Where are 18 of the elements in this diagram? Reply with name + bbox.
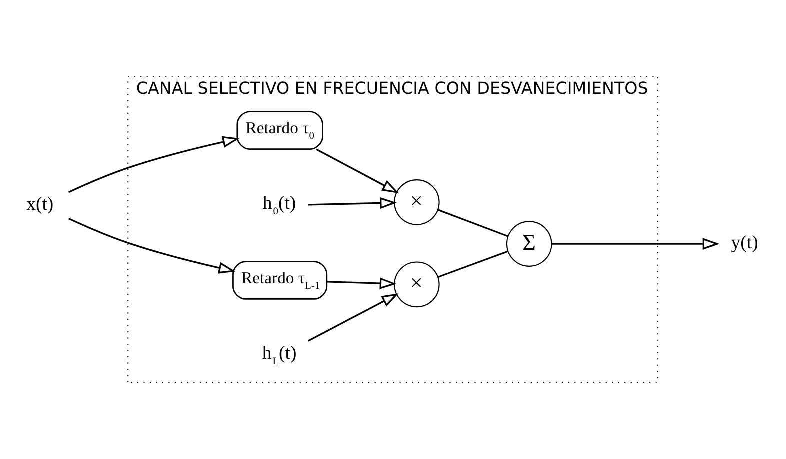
node-text: h$_{L}$(t) xyxy=(262,342,297,368)
arrow xyxy=(68,218,236,274)
node-circle: × xyxy=(394,262,440,308)
node-box: Retardo τ$_{L-1}$ xyxy=(232,261,328,300)
arrow xyxy=(327,278,397,290)
node-circle: Σ xyxy=(506,221,552,267)
connector xyxy=(438,250,508,278)
node-box: Retardo τ$_{0}$ xyxy=(236,111,324,150)
node-text: x(t) xyxy=(26,194,54,216)
arrow xyxy=(316,148,400,194)
arrow xyxy=(308,197,397,210)
arrow xyxy=(68,136,240,194)
node-text: y(t) xyxy=(731,232,758,254)
arrow xyxy=(308,294,399,342)
node-text: h$_{0}$(t) xyxy=(262,193,296,218)
connector xyxy=(438,209,508,238)
node-circle: × xyxy=(394,180,440,226)
arrow xyxy=(552,238,720,250)
